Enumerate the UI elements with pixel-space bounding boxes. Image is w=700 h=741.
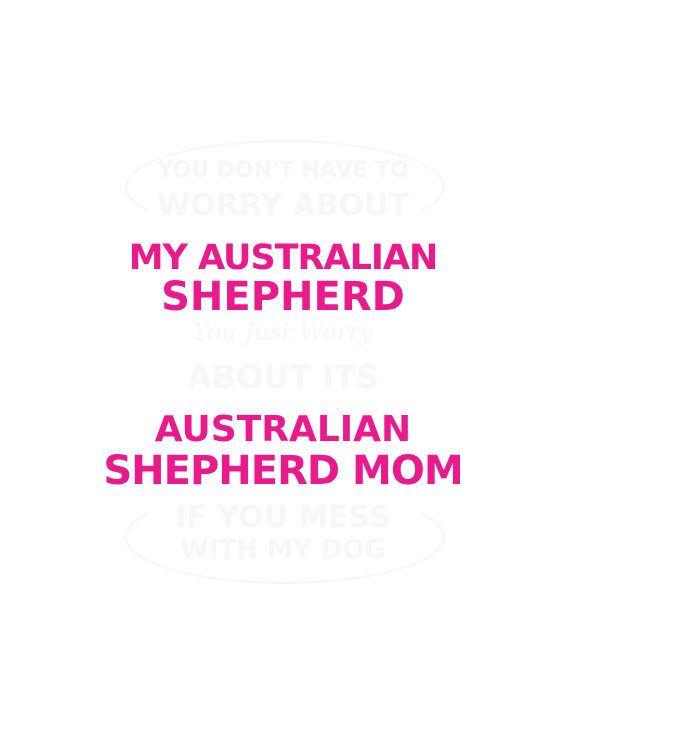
text-line-7: AUSTRALIAN [154,409,412,450]
text-line-3: MY AUSTRALIAN [128,238,439,278]
text-line-1: YOU DON'T HAVE TO [157,158,409,183]
top-arc-decoration [125,140,445,234]
text-line-8: SHEPHERD MOM [103,448,463,494]
text-line-6: ABOUT ITS [186,358,380,396]
text-line-5: You Just Worry [193,318,373,346]
text-line-2: WORRY ABOUT [157,188,409,223]
text-line-4: SHEPHERD [161,274,405,320]
bottom-arc-decoration [125,490,445,584]
